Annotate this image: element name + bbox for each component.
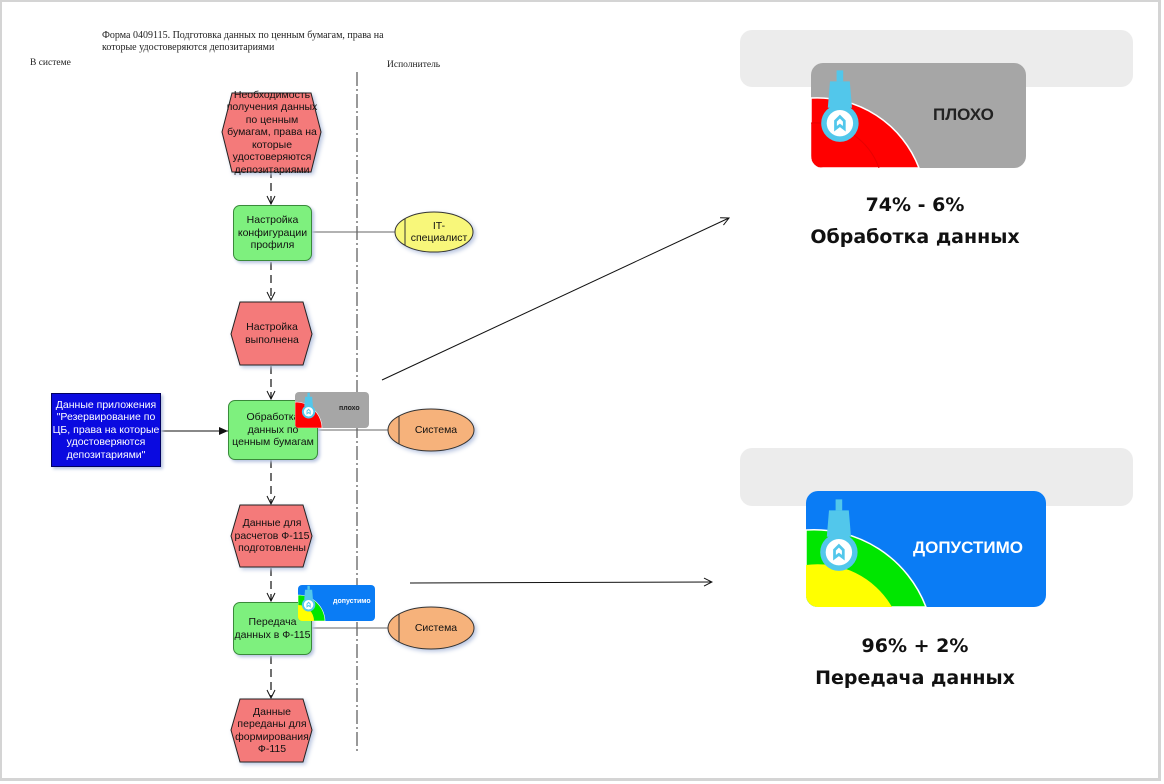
mini-status-label: плохо [339,405,360,412]
mini-indicator-processing[interactable]: плохо [295,392,369,428]
big-status-label: ПЛОХО [933,105,994,124]
event-data-ready[interactable]: Данные для расчетов Ф-115 подготовлены [234,517,310,555]
mini-indicator-transfer[interactable]: допустимо [298,585,375,621]
name-transfer: Передача данных [815,667,1015,689]
event-shape-start [221,92,322,173]
callout-arrow-processing [381,218,729,381]
name-processing: Обработка данных [810,226,1020,248]
function-config-profile[interactable]: Настройка конфигурации профиля [233,205,312,261]
big-status-label: ДОПУСТИМО [913,538,1023,557]
role-shape-system-2 [387,606,475,650]
big-indicator-processing[interactable]: ПЛОХО [811,63,1026,168]
function-transfer[interactable]: Передача данных в Ф-115 [233,602,312,655]
input-data-box[interactable]: Данные приложения "Резервирование по ЦБ,… [51,393,161,467]
role-shape-it [394,211,474,253]
event-end[interactable]: Данные переданы для формирования Ф-115 [235,705,309,756]
role-shape-system-1 [387,408,475,452]
big-indicator-transfer[interactable]: ДОПУСТИМО [806,491,1046,607]
event-config-done[interactable]: Настройка выполнена [245,321,299,346]
callout-arrow-transfer [409,582,712,583]
lightbulb-icon [301,585,316,612]
event-shape-end [230,698,313,763]
role-system-processing[interactable]: Система [414,423,458,436]
role-it-specialist[interactable]: IT-специалист [410,219,468,245]
lane-label-executor: Исполнитель [387,60,441,70]
lightbulb-icon [820,499,858,571]
lightbulb-icon [301,392,316,419]
role-system-transfer[interactable]: Система [414,621,458,634]
score-processing: 74% - 6% [865,194,965,216]
lightbulb-icon [821,70,859,142]
event-start[interactable]: Необходимость получения данных по ценным… [226,88,318,176]
event-shape-config-done [230,301,313,366]
score-transfer: 96% + 2% [861,635,969,657]
diagram-title: Форма 0409115. Подготовка данных по ценн… [102,30,384,53]
event-shape-data-ready [230,504,313,568]
mini-status-label: допустимо [333,598,371,605]
lane-label-system: В системе [30,58,71,68]
